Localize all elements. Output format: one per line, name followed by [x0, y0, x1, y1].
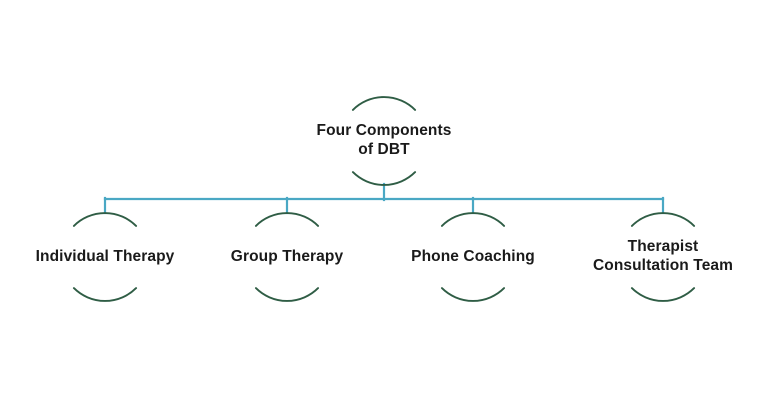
node-label-phone-coaching: Phone Coaching [273, 248, 673, 267]
therapist-consultation-team-label-line1: Therapist [627, 238, 699, 255]
node-label-individual-therapy: Individual Therapy [0, 248, 305, 267]
individual-therapy-label: Individual Therapy [35, 248, 175, 265]
phone-coaching-label: Phone Coaching [411, 248, 535, 265]
node-label-group-therapy: Group Therapy [87, 248, 487, 267]
therapist-consultation-team-label-line2: Consultation Team [592, 256, 734, 274]
arc-top-therapist-consultation-team [630, 212, 696, 227]
arc-bottom-group-therapy [254, 287, 320, 302]
node-label-therapist-consultation-team: Therapist Consultation Team [463, 238, 768, 276]
arc-bottom-root [351, 171, 417, 186]
arc-top-phone-coaching [440, 212, 506, 227]
node-circle-therapist-consultation-team[interactable] [630, 212, 696, 302]
arc-bottom-individual-therapy [72, 287, 138, 302]
arc-top-group-therapy [254, 212, 320, 227]
arc-top-individual-therapy [72, 212, 138, 227]
arc-top-root [351, 96, 417, 111]
arc-bottom-phone-coaching [440, 287, 506, 302]
group-therapy-label: Group Therapy [230, 248, 344, 265]
root-label-line2: of DBT [358, 140, 410, 158]
node-circle-group-therapy[interactable] [254, 212, 320, 302]
root-label-line1: Four Components [316, 122, 452, 139]
node-circle-root[interactable] [351, 96, 417, 186]
node-label-root: Four Components of DBT [184, 122, 584, 160]
arc-bottom-therapist-consultation-team [630, 287, 696, 302]
node-circle-individual-therapy[interactable] [72, 212, 138, 302]
node-circle-phone-coaching[interactable] [440, 212, 506, 302]
